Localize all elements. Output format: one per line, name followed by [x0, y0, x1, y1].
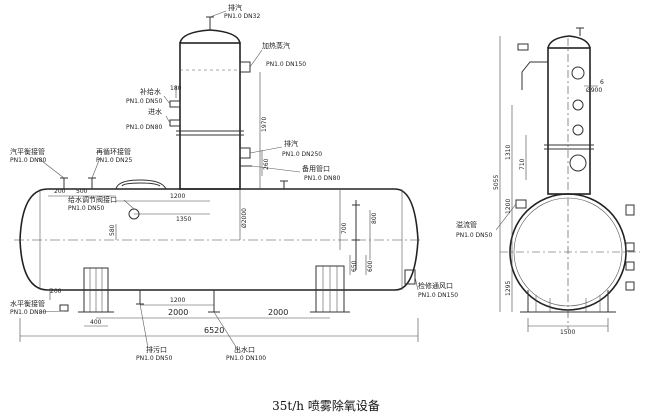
- label-overflow-spec: PN1.0 DN50: [456, 232, 492, 239]
- dim-900: Ø900: [586, 87, 602, 94]
- front-view: [14, 10, 420, 351]
- label-sewage-spec: PN1.0 DN50: [136, 355, 172, 362]
- dim-200b: 200: [50, 288, 62, 295]
- dim-1500: 1500: [560, 329, 575, 336]
- dim-800: 800: [371, 212, 378, 224]
- label-spare-spec: PN1.0 DN80: [304, 175, 340, 182]
- front-leaders: [37, 10, 419, 351]
- annotation-labels: 排汽 PN1.0 DN32 加热蒸汽 PN1.0 DN150 补给水 PN1.0…: [10, 3, 492, 362]
- side-tank: [500, 38, 640, 330]
- dim-6520: 6520: [204, 326, 224, 335]
- dim-2000a: 2000: [168, 308, 188, 317]
- label-heater-steam: 加热蒸汽: [262, 41, 290, 50]
- label-exhaust: 排汽: [228, 3, 242, 12]
- dim-700: 700: [341, 222, 348, 234]
- side-fittings: [515, 199, 635, 291]
- dim-500: 500: [76, 188, 88, 195]
- label-inlet-water-spec: PN1.0 DN80: [126, 124, 162, 131]
- dim-2000b: 2000: [268, 308, 288, 317]
- label-recirc: 再循环接管: [96, 147, 131, 156]
- dim-600: 600: [367, 260, 374, 272]
- dim-580: 580: [109, 224, 116, 236]
- label-spare: 备用管口: [302, 164, 330, 173]
- label-steam-balance-spec: PN1.0 DN80: [10, 157, 46, 164]
- label-exhaust-spec: PN1.0 DN32: [224, 13, 260, 20]
- dim-180: 180: [170, 85, 182, 92]
- label-outlet: 出水口: [234, 345, 255, 354]
- label-manhole-spec: PN1.0 DN150: [418, 292, 458, 299]
- side-dimensions: [495, 36, 609, 332]
- drawing-caption: 35t/h 喷雾除氧设备: [272, 398, 380, 413]
- dim-1200-bot: 1200: [170, 297, 185, 304]
- dimension-values: 200 500 1200 1350 580 180 1970 260 Ø2000…: [50, 79, 604, 336]
- dim-1295: 1295: [505, 281, 512, 296]
- label-feed-valve-spec: PN1.0 DN50: [68, 205, 104, 212]
- label-outlet-spec: PN1.0 DN100: [226, 355, 266, 362]
- label-drain-gas: 排汽: [284, 139, 298, 148]
- front-dimensions: [19, 72, 419, 342]
- label-manhole: 检修通风口: [418, 281, 453, 290]
- dim-1310: 1310: [505, 145, 512, 160]
- dim-650: 650: [351, 260, 358, 272]
- dim-200a: 200: [54, 188, 66, 195]
- label-water-balance: 水平衡接管: [10, 299, 45, 308]
- side-supports: [520, 290, 616, 313]
- saddle-supports: [78, 265, 350, 313]
- tank-side-fittings: [59, 200, 416, 312]
- label-drain-gas-spec: PN1.0 DN250: [282, 151, 322, 158]
- side-column: [517, 27, 594, 195]
- label-makeup-water-spec: PN1.0 DN50: [126, 98, 162, 105]
- label-recirc-spec: PN1.0 DN25: [96, 157, 132, 164]
- dim-260: 260: [263, 158, 270, 170]
- label-steam-balance: 汽平衡接管: [10, 147, 45, 156]
- label-water-balance-spec: PN1.0 DN80: [10, 309, 46, 316]
- label-inlet-water: 进水: [148, 107, 162, 116]
- dim-5055: 5055: [493, 175, 500, 190]
- label-feed-valve: 给水调节阀接口: [68, 195, 117, 204]
- tank-top-fittings: [60, 177, 288, 190]
- deaerator-column: [169, 16, 252, 190]
- label-overflow: 溢流管: [456, 220, 477, 229]
- side-view: [495, 27, 640, 332]
- dim-1350: 1350: [176, 216, 191, 223]
- dim-710: 710: [519, 158, 526, 170]
- dim-400: 400: [90, 319, 102, 326]
- dim-6: 6: [600, 79, 604, 86]
- dim-1200-right: 1200: [505, 199, 512, 214]
- dim-1970: 1970: [261, 117, 268, 132]
- label-sewage: 排污口: [146, 345, 167, 354]
- label-heater-steam-spec: PN1.0 DN150: [266, 61, 306, 68]
- dim-2000-dia: Ø2000: [241, 208, 248, 228]
- label-makeup-water: 补给水: [140, 87, 161, 96]
- dim-1200-top: 1200: [170, 193, 185, 200]
